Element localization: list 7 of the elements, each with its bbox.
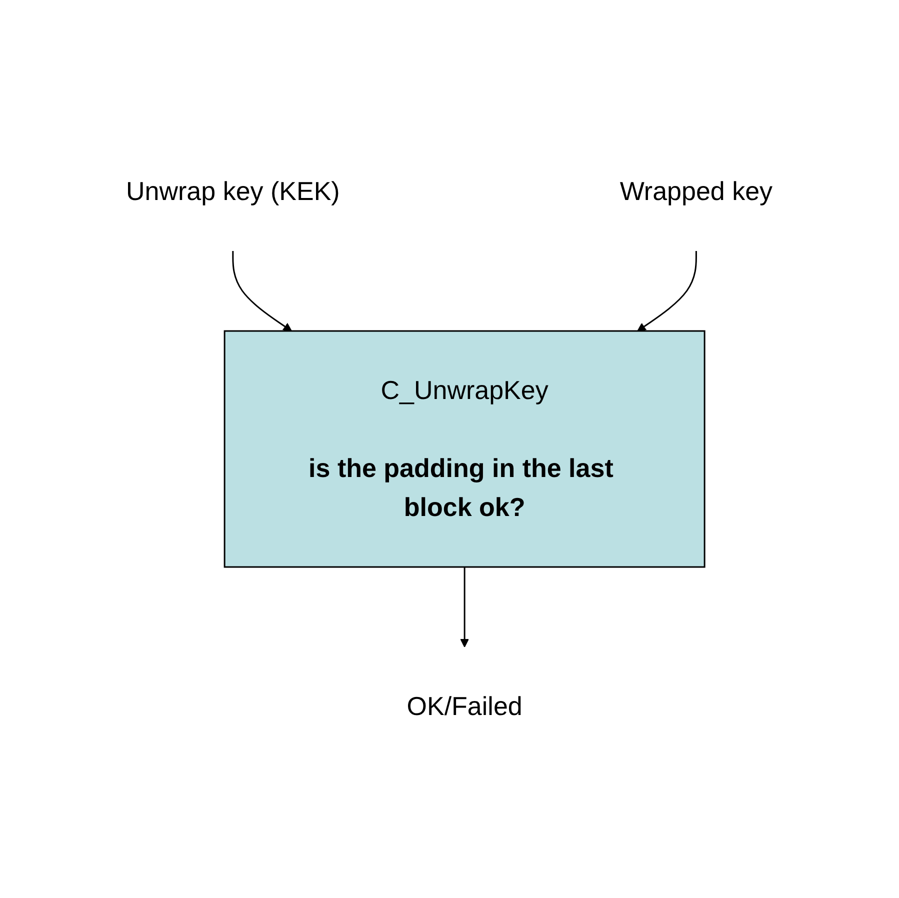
node-text: OK/Failed bbox=[406, 691, 523, 721]
node-text: Unwrap key (KEK) bbox=[126, 176, 340, 206]
arrow bbox=[232, 251, 292, 332]
arrow bbox=[460, 567, 470, 648]
arrow bbox=[637, 251, 698, 332]
node-text: Wrapped key bbox=[620, 176, 773, 206]
node-box: C_UnwrapKey is the padding in the last block ok? bbox=[224, 330, 706, 568]
